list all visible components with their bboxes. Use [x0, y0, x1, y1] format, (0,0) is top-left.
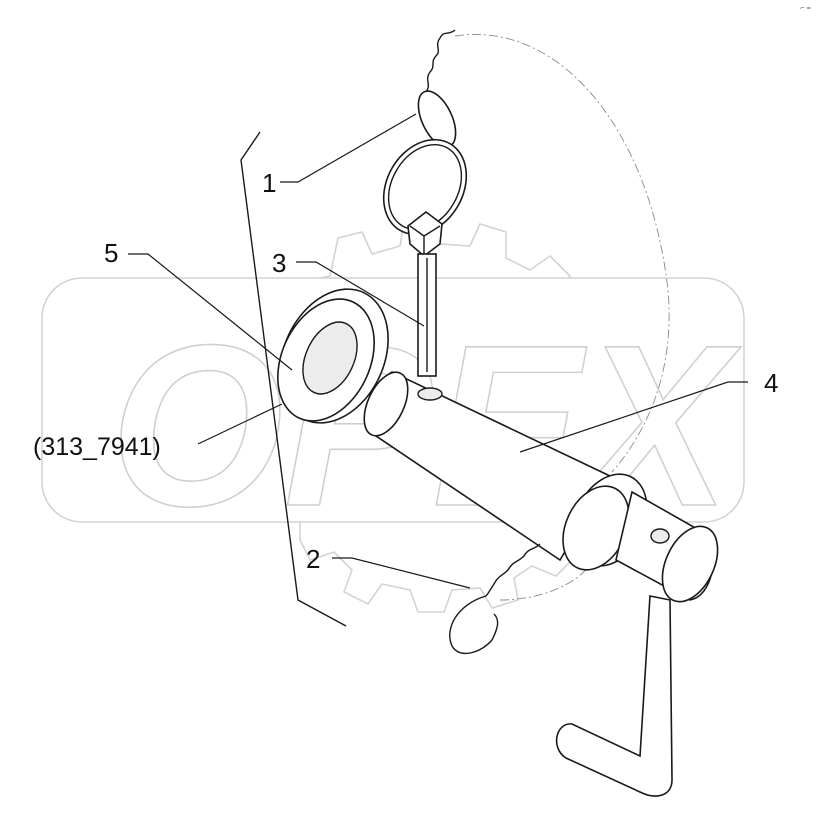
part-3-lock-pin — [407, 210, 443, 377]
pin-hole — [417, 387, 443, 401]
leader-4 — [519, 381, 748, 453]
leader-5 — [128, 253, 293, 371]
leader-1 — [280, 113, 417, 183]
plate-edge-line — [240, 131, 347, 627]
pin-head-edge — [409, 225, 441, 256]
part-1-chain-rings — [382, 29, 468, 236]
washer-hole — [302, 321, 358, 395]
clip-wire — [449, 595, 499, 655]
cross-hole — [650, 528, 670, 544]
ring-large — [382, 138, 468, 236]
part-5-washer — [277, 288, 389, 424]
pin-head-block — [407, 210, 443, 258]
leader-2 — [332, 557, 471, 589]
callout-4: 4 — [764, 368, 778, 398]
l-handle — [555, 595, 673, 797]
leader-lines — [128, 113, 748, 589]
main-pin-end — [363, 371, 409, 437]
corner-mark: ⌐ ═ — [800, 5, 811, 12]
leader-3 — [296, 261, 425, 327]
callout-1: 1 — [262, 168, 276, 198]
pin-head-face — [661, 525, 719, 603]
part-2-r-clip — [449, 543, 541, 655]
callout-2: 2 — [306, 544, 320, 574]
part-4-main-pin — [363, 371, 719, 797]
reference-label: (313_7941) — [33, 433, 161, 461]
callout-5: 5 — [104, 238, 118, 268]
clip-chain — [485, 543, 541, 597]
leader-ref — [197, 403, 283, 445]
ring-large-inner — [387, 143, 463, 231]
clip-dashed-path — [499, 564, 591, 601]
callout-3: 3 — [272, 248, 286, 278]
chain-dashed-path — [454, 34, 670, 473]
